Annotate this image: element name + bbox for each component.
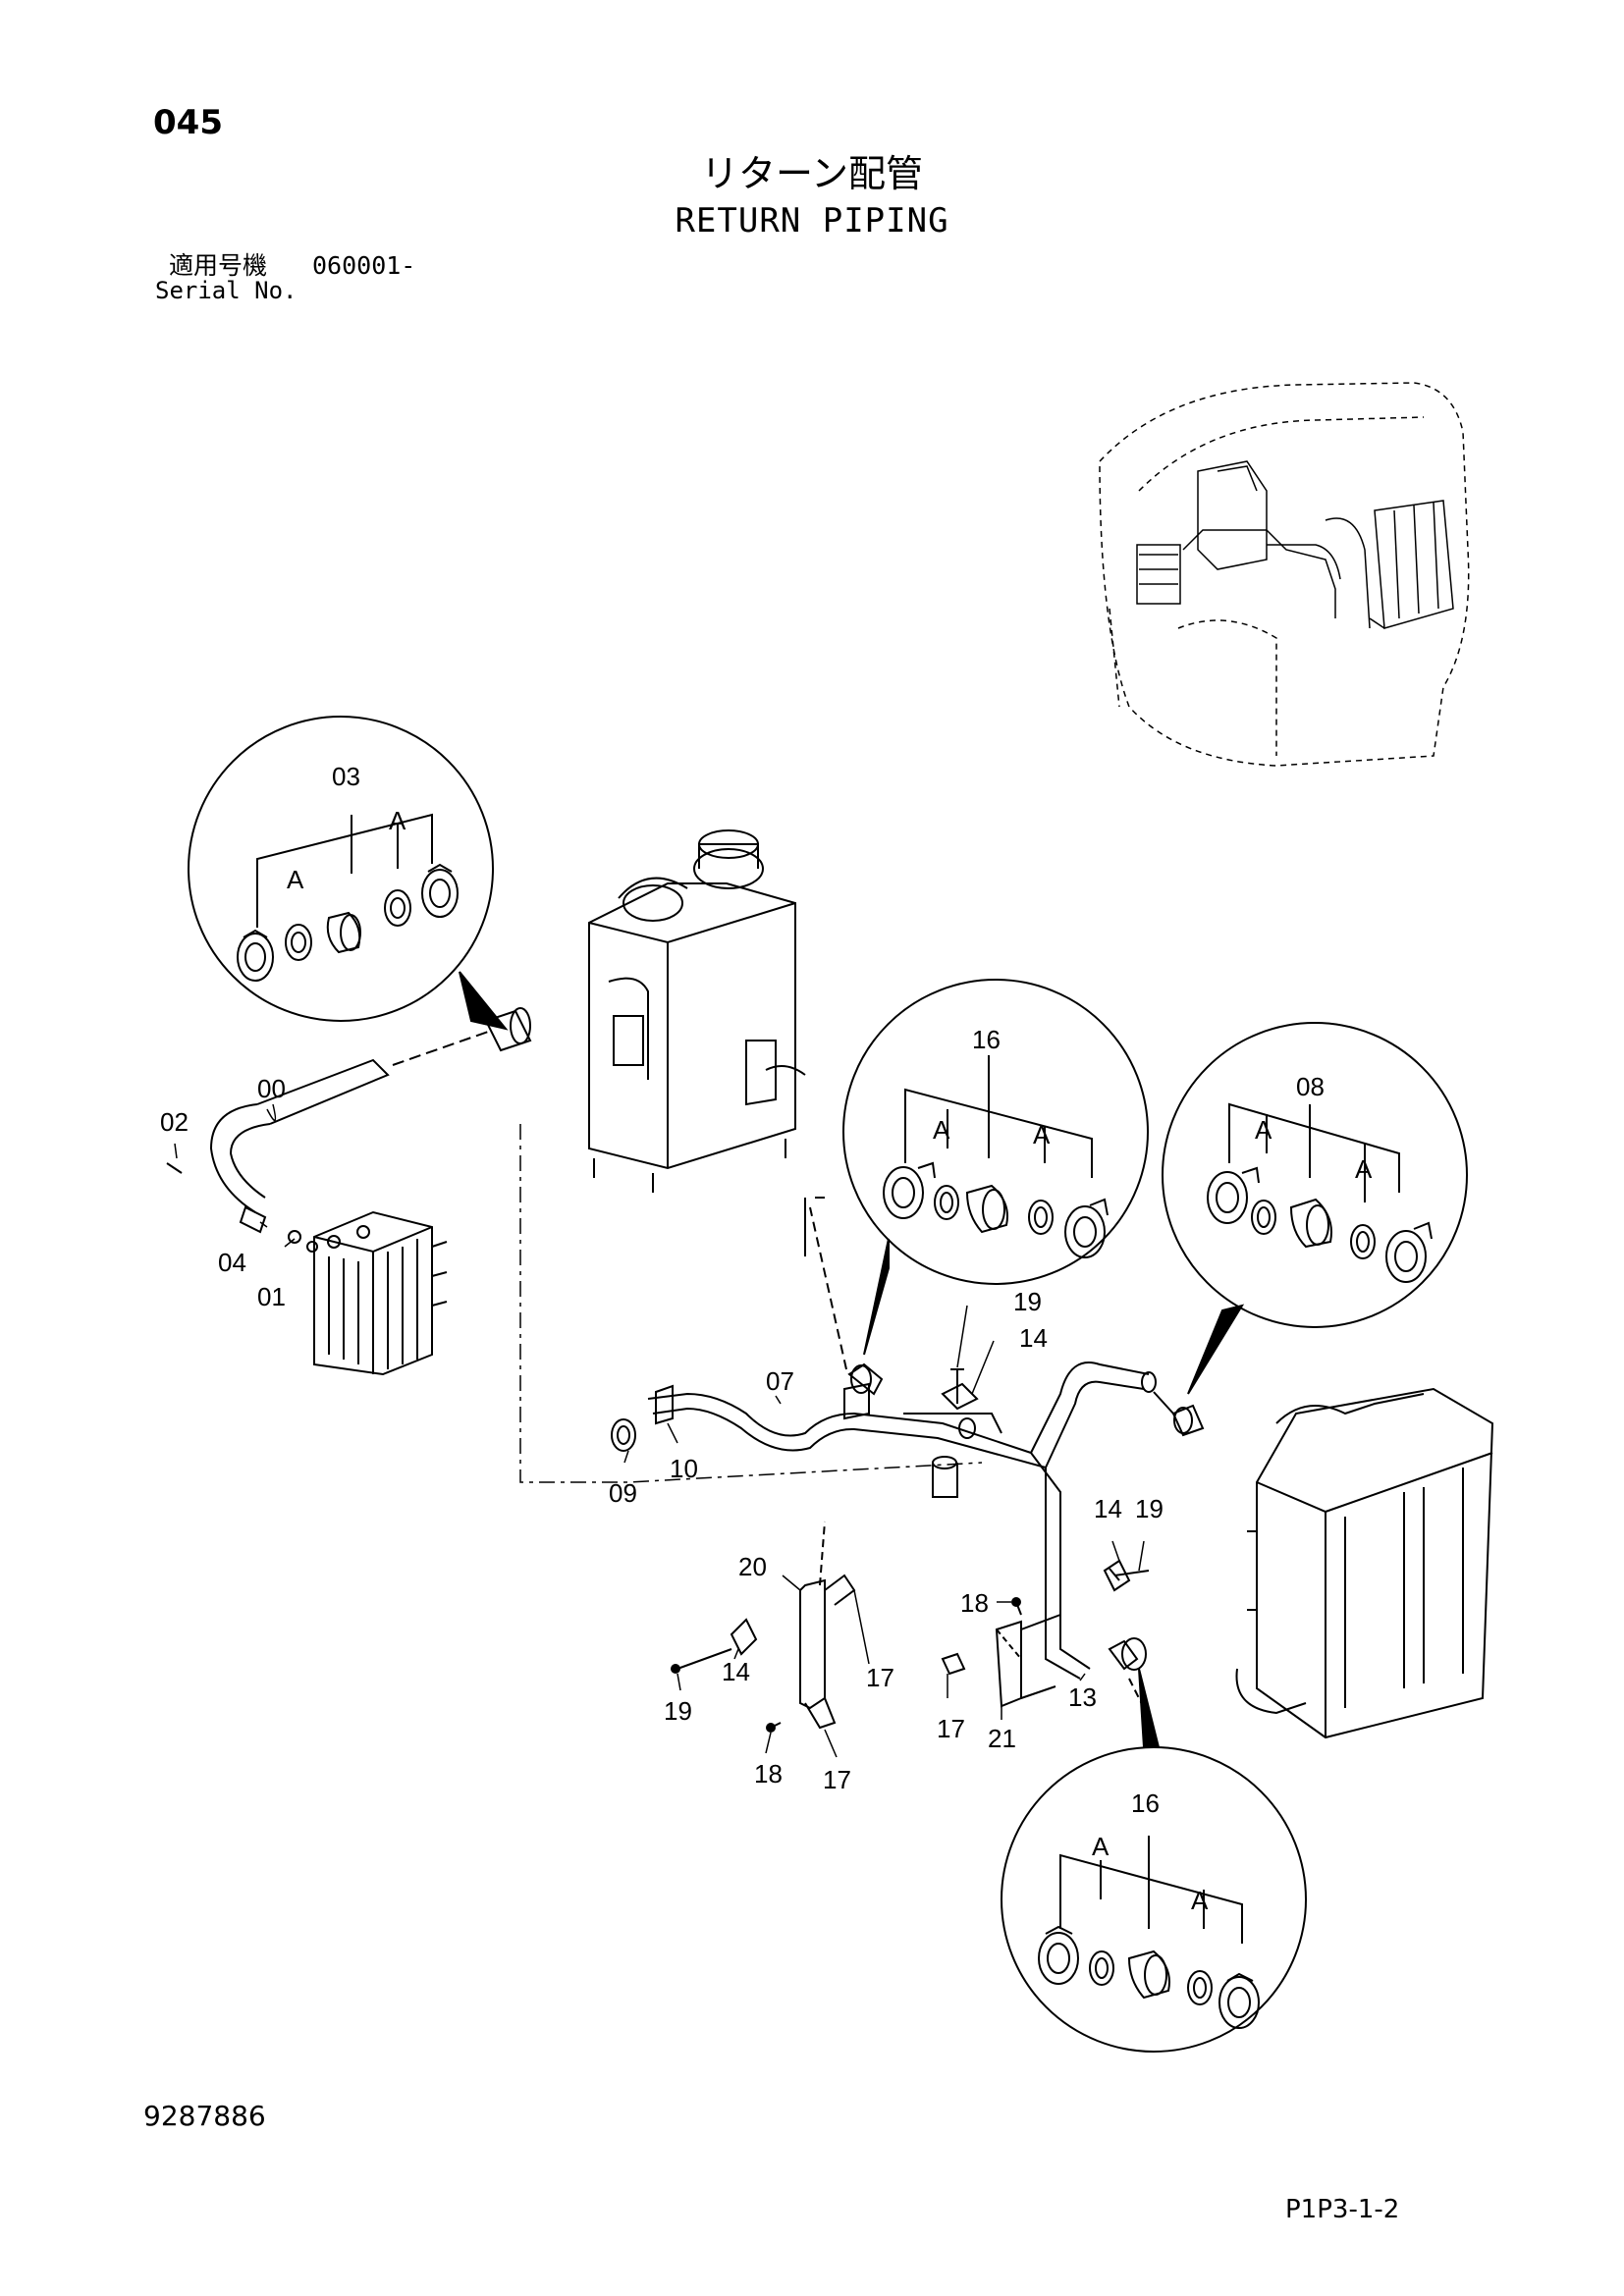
callout-19-upper: 19 [1013,1287,1042,1316]
callout-14-lower: 14 [722,1657,750,1686]
callout-18-lower: 18 [754,1759,783,1789]
callout-04: 04 [218,1248,246,1277]
callout-14-right: 14 [1094,1494,1122,1523]
serial-label-japanese: 適用号機 [169,251,268,280]
callout-20: 20 [738,1552,767,1581]
page-code: P1P3-1-2 [1285,2195,1400,2224]
callout-09: 09 [609,1478,637,1508]
bracket-20 [799,1521,856,1730]
return-hose-00 [166,1007,532,1253]
detail-view-16-upper [842,979,1149,1356]
callout-03: 03 [332,762,360,791]
detail-view-16-lower [1001,1668,1307,2053]
detail-view-08 [1162,1022,1468,1395]
callout-08-a-right: A [1355,1154,1373,1184]
callout-16-upper-a-left: A [933,1115,950,1145]
machine-overview-thumbnail [1099,382,1470,767]
leader-lines [174,1103,1145,1758]
callout-17-upper: 17 [866,1663,894,1692]
callout-08: 08 [1296,1072,1325,1101]
reference-line [519,1124,983,1483]
callout-21: 21 [988,1724,1016,1753]
control-valve [313,1210,448,1376]
callout-16-upper: 16 [972,1025,1001,1054]
callout-18-right: 18 [960,1588,989,1618]
callout-16-lower-a-left: A [1092,1832,1110,1861]
return-pipe-07 [611,1197,1157,1680]
oil-cooler [1153,1387,1494,1739]
detail-view-03 [188,716,509,1031]
callout-16-lower: 16 [1131,1789,1160,1818]
clamp-14-bolts [671,1368,1150,1733]
page-title-japanese: リターン配管 [700,152,924,195]
bracket-21 [941,1614,1061,1708]
hydraulic-tank [588,829,806,1193]
serial-label-english: Serial No. [155,277,298,304]
callout-19-right: 19 [1135,1494,1164,1523]
callout-03-a-right: A [389,806,406,835]
callout-07: 07 [766,1366,794,1396]
callout-00: 00 [257,1074,286,1103]
serial-number-value: 060001- [312,251,416,280]
page-number: 045 [153,103,223,142]
callout-13: 13 [1068,1682,1097,1712]
callout-19-lower: 19 [664,1696,692,1726]
document-number: 9287886 [143,2100,266,2132]
callout-08-a-left: A [1255,1115,1272,1145]
callout-02: 02 [160,1107,189,1137]
page-title-english: RETURN PIPING [675,201,949,240]
callout-03-a-left: A [287,865,304,894]
callout-16-upper-a-right: A [1033,1120,1051,1149]
callout-labels: 03 A A 16 A A 08 A A 16 A A 00 02 04 01 … [160,762,1373,1915]
callout-17-right: 17 [937,1714,965,1743]
callout-17-lower: 17 [823,1765,851,1794]
callout-16-lower-a-right: A [1191,1886,1209,1915]
callout-01: 01 [257,1282,286,1311]
callout-10: 10 [670,1454,698,1483]
callout-14-upper: 14 [1019,1323,1048,1353]
